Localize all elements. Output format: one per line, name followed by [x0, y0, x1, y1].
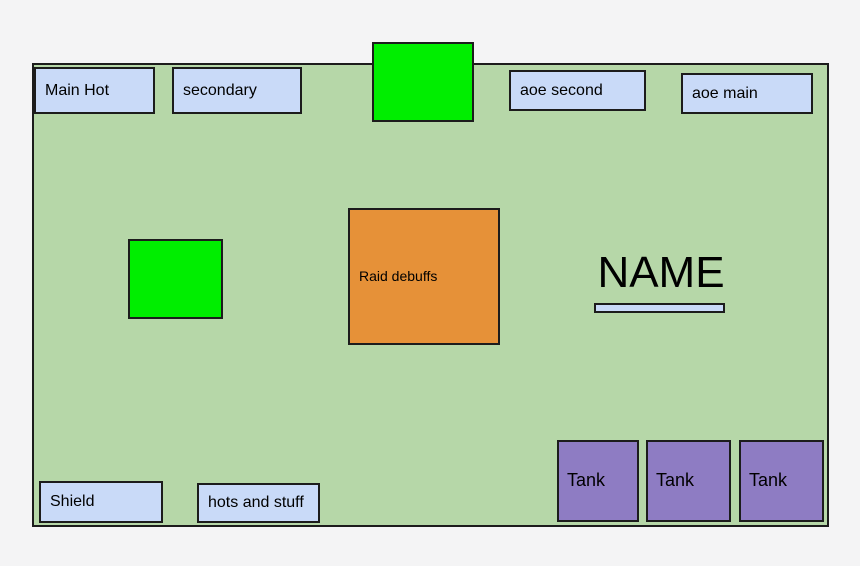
main-hot-box: Main Hot — [34, 67, 155, 114]
aoe-second-box: aoe second — [509, 70, 646, 111]
shield-label: Shield — [50, 493, 95, 511]
tank-label-3: Tank — [749, 470, 788, 491]
hots-and-stuff-box: hots and stuff — [197, 483, 320, 523]
aoe-second-label: aoe second — [520, 81, 603, 99]
raid-debuffs-label: Raid debuffs — [359, 267, 438, 284]
tank-box-2: Tank — [646, 440, 731, 522]
name-underline-bar — [594, 303, 725, 313]
main-hot-label: Main Hot — [45, 81, 110, 99]
aoe-main-label: aoe main — [692, 84, 758, 102]
hots-and-stuff-label: hots and stuff — [208, 494, 304, 512]
aoe-main-box: aoe main — [681, 73, 813, 114]
tank-label-1: Tank — [567, 470, 606, 491]
shield-box: Shield — [39, 481, 163, 523]
name-title: NAME — [597, 248, 725, 297]
secondary-label: secondary — [183, 81, 257, 99]
raid-debuffs-box: Raid debuffs — [348, 208, 500, 345]
tank-box-3: Tank — [739, 440, 824, 522]
highlight-square-left — [128, 239, 223, 319]
tank-label-2: Tank — [656, 470, 695, 491]
highlight-square-top — [372, 42, 474, 122]
secondary-box: secondary — [172, 67, 302, 114]
tank-box-1: Tank — [557, 440, 639, 522]
